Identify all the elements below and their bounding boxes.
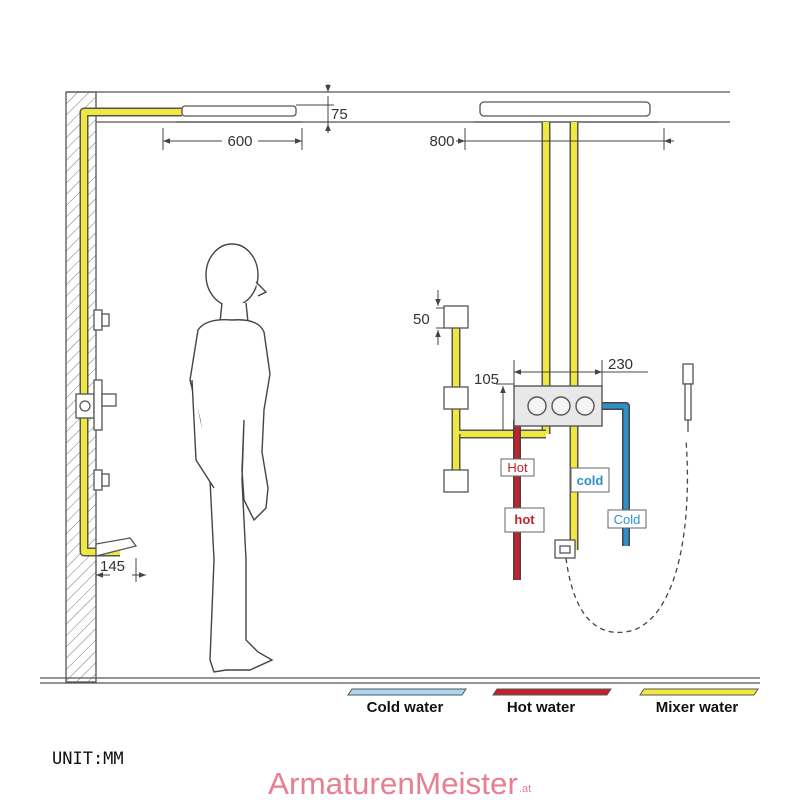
cold-supply-pipe (600, 402, 630, 546)
dimension-left-head-width: 600 (162, 128, 303, 150)
svg-text:75: 75 (331, 106, 348, 123)
svg-text:800: 800 (429, 133, 454, 150)
pipe-label-hot-upper: Hot (500, 458, 535, 477)
pipe-label-cold-upper: cold (570, 467, 610, 493)
valve-knob-1 (527, 396, 547, 416)
body-jets (443, 305, 469, 493)
valve-knob-2 (551, 396, 571, 416)
shower-hose (565, 439, 689, 634)
human-figure (189, 243, 274, 673)
dimension-ceiling-drop: 75 (296, 84, 348, 133)
dimension-valve-offset: 105 (474, 371, 514, 431)
body-jet-bottom (443, 469, 469, 493)
left-tub-spout (95, 537, 138, 557)
room-structure (40, 91, 760, 684)
right-rain-shower-head (474, 101, 658, 123)
legend-cold-water: Cold water (347, 688, 467, 716)
right-mixer-risers (541, 122, 579, 550)
thermostatic-valve-panel (513, 385, 603, 427)
legend-mixer-water: Mixer water (639, 688, 759, 716)
legend-hot-water: Hot water (492, 688, 612, 716)
body-jet-top (443, 305, 469, 329)
left-rain-shower-head (176, 105, 302, 123)
left-valve (75, 379, 117, 431)
body-jet-middle (443, 386, 469, 410)
svg-text:230: 230 (608, 356, 633, 373)
watermark-suffix: .at (519, 783, 531, 795)
valve-knob-3 (575, 396, 595, 416)
unit-note: UNIT:MM (52, 749, 124, 769)
svg-text:hot: hot (514, 512, 535, 527)
left-body-jets (93, 309, 110, 491)
svg-text:50: 50 (413, 311, 430, 328)
svg-text:Mixer water: Mixer water (656, 699, 739, 716)
pipe-label-cold-lower: Cold (607, 509, 647, 529)
svg-text:Hot: Hot (507, 460, 528, 475)
svg-text:cold: cold (577, 473, 604, 488)
hand-shower (682, 363, 694, 432)
dimension-right-head-width: 800 (429, 128, 674, 150)
dimension-jet-spacing: 50 (413, 290, 444, 345)
dimension-spout-projection: 145 (95, 558, 146, 582)
legend: Cold water Hot water Mixer water (347, 688, 759, 716)
svg-text:600: 600 (227, 133, 252, 150)
dimension-valve-width: 230 (513, 356, 648, 386)
svg-text:Cold: Cold (614, 512, 641, 527)
watermark-logo: ArmaturenMeister (268, 766, 518, 800)
svg-text:Cold water: Cold water (367, 699, 444, 716)
svg-text:145: 145 (100, 558, 125, 575)
svg-text:105: 105 (474, 371, 499, 388)
pipe-label-hot-lower: hot (504, 507, 545, 533)
wall-outlet (554, 539, 576, 559)
svg-text:Hot water: Hot water (507, 699, 576, 716)
